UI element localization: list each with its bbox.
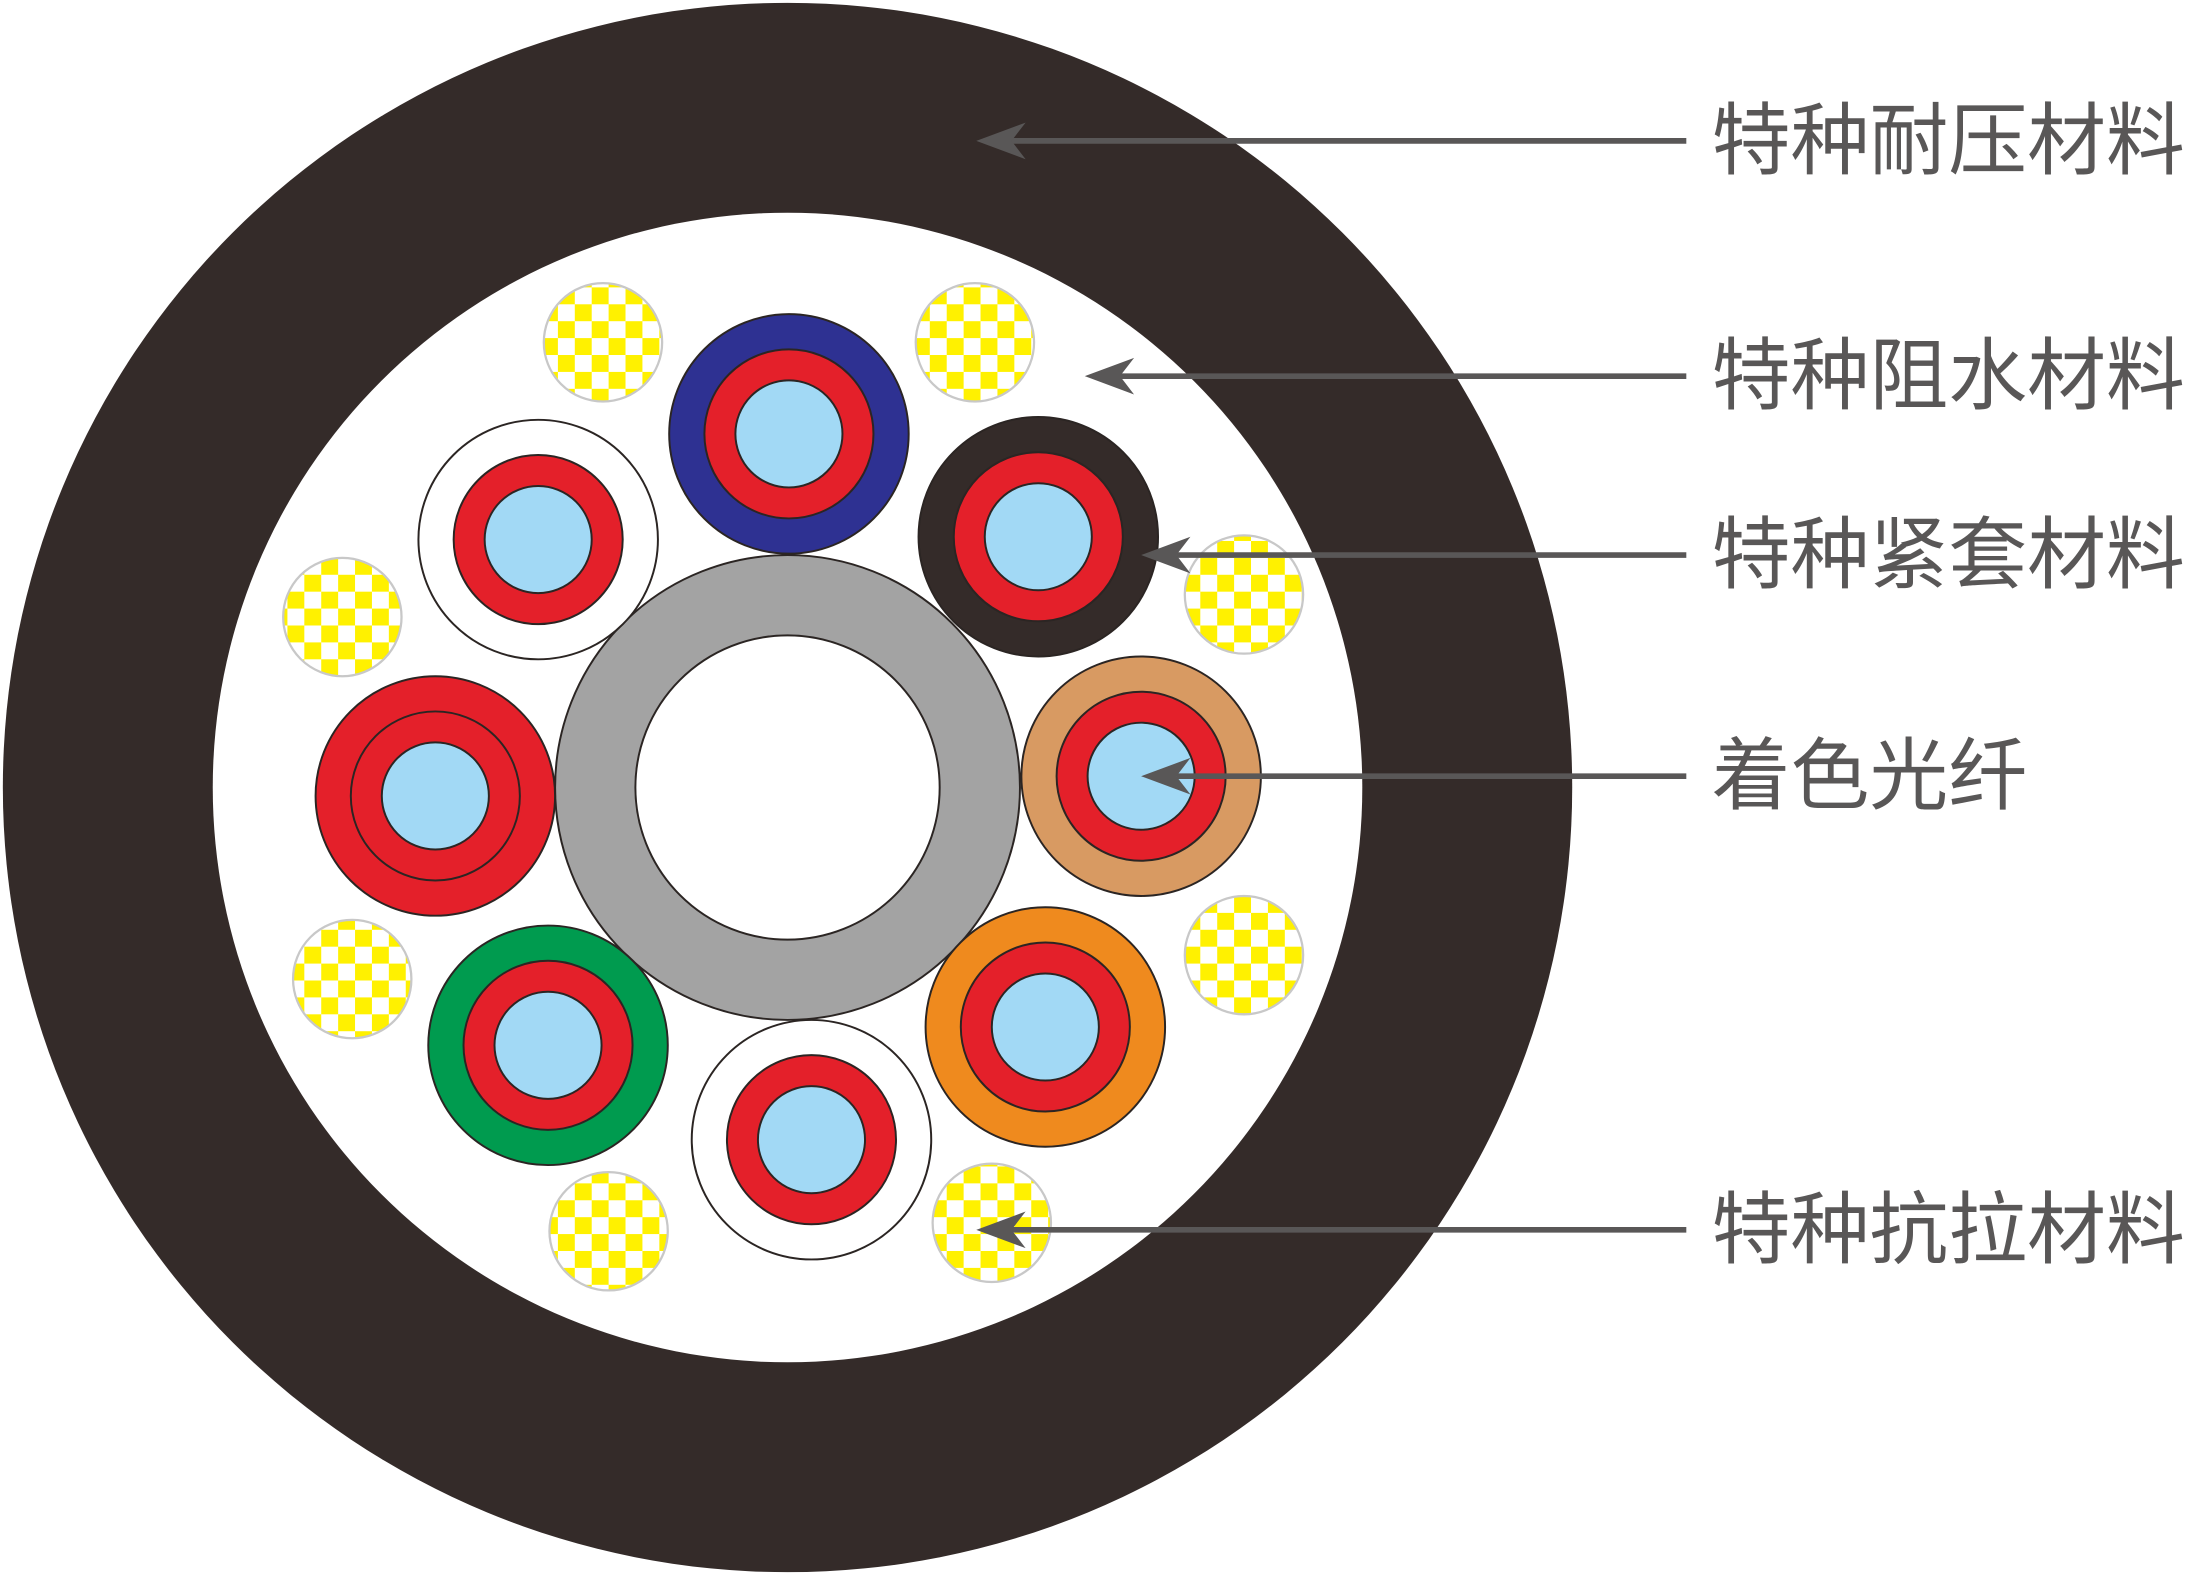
fiber-unit-orange	[924, 906, 1167, 1148]
colored-fiber	[493, 990, 603, 1100]
tensile-yarn	[291, 918, 413, 1040]
colored-fiber	[380, 741, 490, 851]
label-colored-fiber: 着色光纤	[1712, 730, 2028, 822]
colored-fiber	[734, 379, 844, 489]
label-compression-resistant: 特种耐压材料	[1712, 95, 2185, 187]
tensile-yarn-group	[282, 282, 1305, 1292]
label-water-blocking: 特种阻水材料	[1712, 330, 2185, 422]
tensile-yarn	[542, 282, 664, 403]
arrowhead-icon	[976, 1211, 1026, 1249]
arrowhead-icon	[1084, 357, 1135, 395]
fiber-unit-green	[427, 924, 669, 1167]
tensile-yarn	[282, 556, 403, 678]
fiber-unit-black	[917, 416, 1160, 658]
colored-fiber	[483, 485, 593, 595]
central-member-core	[634, 634, 941, 941]
leader-colored-fiber	[1141, 757, 1687, 795]
leader-tight-buffer	[1141, 536, 1687, 574]
colored-fiber	[990, 972, 1100, 1082]
fiber-unit-red	[314, 675, 557, 917]
fiber-unit-white-bottom	[690, 1018, 933, 1261]
arrowhead-icon	[1141, 757, 1191, 795]
central-member	[554, 554, 1021, 1021]
arrowhead-icon	[1141, 536, 1191, 574]
tensile-yarn	[1183, 894, 1305, 1016]
tensile-yarn	[914, 282, 1036, 403]
leader-tensile	[976, 1211, 1687, 1249]
label-tensile: 特种抗拉材料	[1712, 1184, 2185, 1276]
tensile-yarn	[548, 1170, 669, 1292]
label-tight-buffer: 特种紧套材料	[1712, 509, 2185, 601]
leader-water-blocking	[1084, 357, 1687, 395]
colored-fiber	[983, 482, 1093, 592]
colored-fiber	[756, 1085, 866, 1195]
leader-compression-resistant	[976, 122, 1687, 160]
fiber-unit-white-top	[417, 418, 659, 661]
tensile-yarn	[1183, 534, 1305, 655]
fiber-unit-blue	[668, 313, 910, 555]
tensile-yarn	[931, 1162, 1053, 1284]
arrowhead-icon	[976, 122, 1026, 160]
